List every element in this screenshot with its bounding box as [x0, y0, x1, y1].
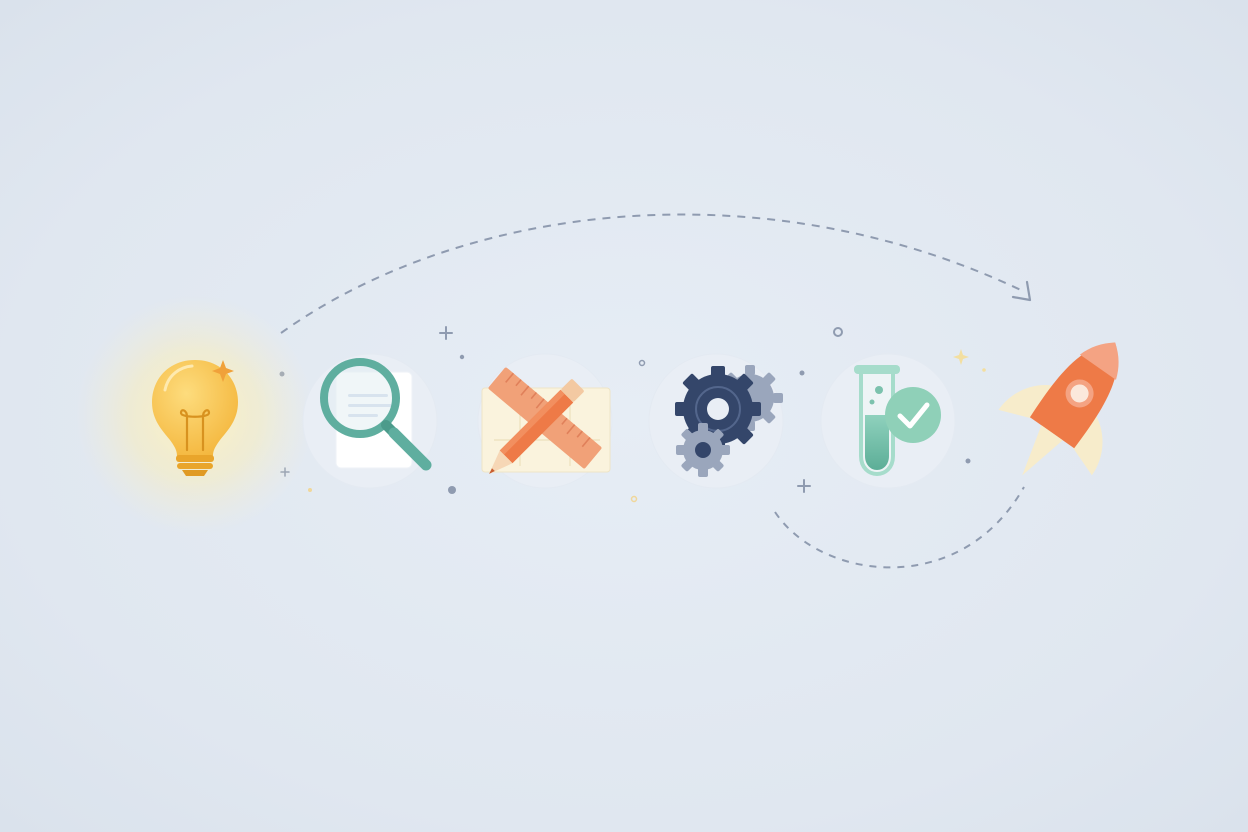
stage-development: [648, 353, 784, 489]
stage-research: [302, 353, 438, 489]
yellow-sparkle: [953, 349, 986, 372]
pencil-ruler-icon: [481, 367, 611, 474]
rocket-icon: [998, 342, 1119, 476]
gear-small-bottom-icon: [676, 423, 730, 477]
stage-testing: [820, 353, 956, 489]
gears-icon: [675, 365, 783, 477]
top-dashed-arrow-path: [280, 213, 1026, 334]
lightbulb-icon: [152, 360, 238, 476]
top-arrowhead: [1011, 280, 1032, 302]
bottom-dashed-path: [774, 486, 1025, 569]
stage-idea: [75, 295, 315, 535]
test-tube-check-icon: [854, 365, 941, 477]
stage-design: [477, 353, 613, 489]
magnifier-document-icon: [320, 358, 432, 471]
stage-launch: [998, 342, 1119, 476]
